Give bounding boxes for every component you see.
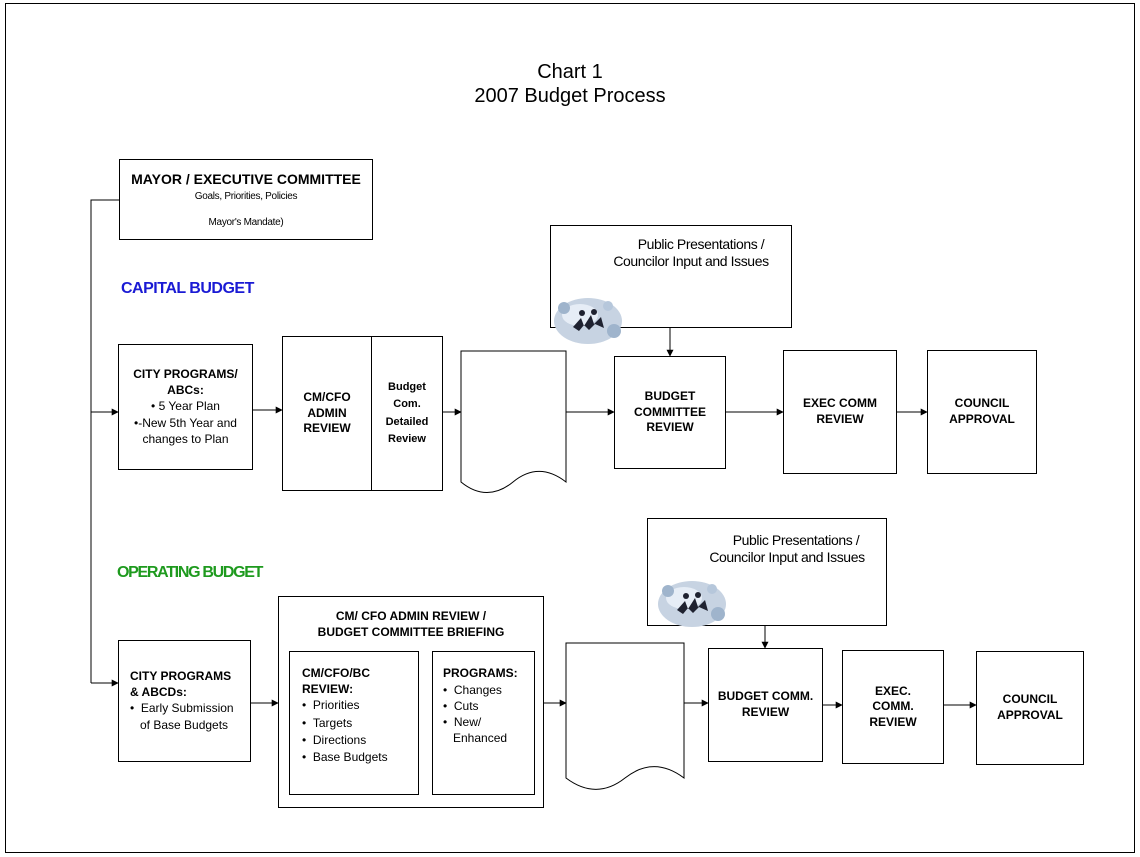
chart-frame [5,3,1135,853]
mayor-box-line2: Mayor's Mandate) [208,217,284,229]
mayor-box-title: MAYOR / EXECUTIVE COMMITTEE [131,171,361,187]
operating-programs-changes-box: PROGRAMS: Changes Cuts New/ Enhanced [432,651,535,795]
capital-programs-bullet2: •-New 5th Year and [134,415,237,430]
list-item: Base Budgets [302,749,388,766]
capital-programs-title1: CITY PROGRAMS/ [133,367,238,382]
chart-title-line2: 2007 Budget Process [474,85,666,107]
list-item: Targets [302,715,388,732]
capital-budget-heading: CAPITAL BUDGET [121,280,254,297]
capital-staff-recommended-text: Staff Recommended Capital Budget and Pla… [474,358,550,425]
capital-detailed-review-box: Budget Com. Detailed Review [371,336,443,491]
operating-review-items-list: Priorities Targets Directions Base Budge… [302,697,388,767]
capital-public-input-box: Public Presentations / Councilor Input a… [550,225,792,328]
operating-council-approval-box: COUNCIL APPROVAL [976,651,1084,765]
operating-budget-comm-review-box: BUDGET COMM. REVIEW [708,648,823,762]
capital-exec-comm-review-box: EXEC COMM REVIEW [783,350,897,474]
list-item: Changes [443,682,502,698]
list-item: Cuts [443,698,502,714]
operating-staff-recommended-text: Staff Recommended BalancedOperating Budg… [589,661,665,696]
list-item: Priorities [302,697,388,714]
chart-title-line1: Chart 1 [537,61,603,83]
capital-city-programs-box: CITY PROGRAMS/ ABCs: • 5 Year Plan •-New… [118,344,253,470]
mayor-executive-committee-box: MAYOR / EXECUTIVE COMMITTEE Goals, Prior… [119,159,373,240]
capital-budget-committee-review-box: BUDGET COMMITTEE REVIEW [614,356,726,469]
capital-admin-review-box: CM/CFO ADMIN REVIEW [282,336,372,491]
list-item: New/ [443,714,502,730]
capital-programs-title2: ABCs: [167,382,204,397]
chart-title: Chart 1 2007 Budget Process [380,60,760,108]
operating-public-input-box: Public Presentations / Councilor Input a… [647,518,887,626]
operating-budget-heading: OPERATING BUDGET [117,564,263,581]
operating-cm-cfo-bc-review-box: CM/CFO/BC REVIEW: Priorities Targets Dir… [289,651,419,795]
capital-council-approval-box: COUNCIL APPROVAL [927,350,1037,474]
list-item: Directions [302,732,388,749]
operating-programs-bullet1: • Early Submission [130,701,234,716]
operating-city-programs-box: CITY PROGRAMS & ABCDs: • Early Submissio… [118,640,251,762]
capital-programs-bullet2-cont: changes to Plan [142,431,229,446]
operating-programs-items-list: Changes Cuts New/ [443,682,502,731]
operating-exec-comm-review-box: EXEC. COMM. REVIEW [842,650,944,764]
mayor-box-line1: Goals, Priorities, Policies [194,191,298,203]
capital-programs-bullet1: • 5 Year Plan [151,399,220,414]
